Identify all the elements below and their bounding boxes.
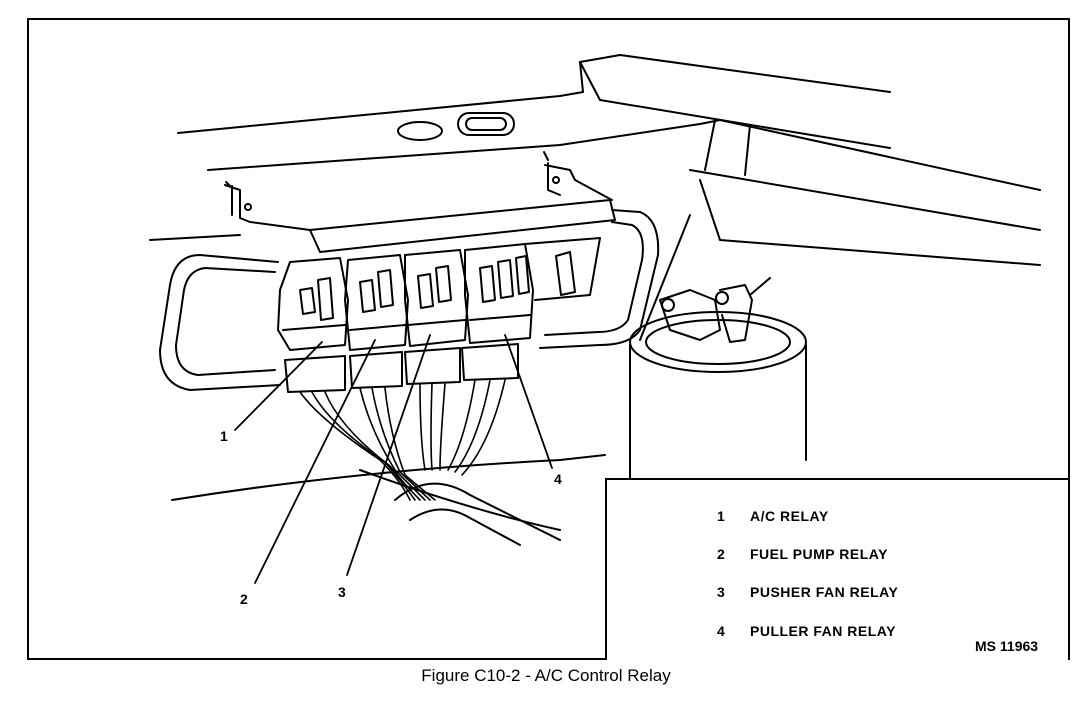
wire-loops bbox=[159, 209, 660, 391]
callout-labels: 1 2 3 4 bbox=[220, 428, 562, 607]
legend-number: 2 bbox=[717, 546, 726, 562]
legend-label: A/C RELAY bbox=[750, 508, 829, 524]
drawing-id: MS 11963 bbox=[975, 638, 1039, 654]
mounting-bracket bbox=[224, 151, 616, 253]
figure-frame bbox=[27, 18, 1070, 660]
relay-block bbox=[277, 237, 601, 393]
panel-openings bbox=[397, 112, 515, 141]
accumulator-canister bbox=[629, 277, 807, 481]
callout-leaders bbox=[234, 334, 553, 584]
callout-2: 2 bbox=[240, 591, 248, 607]
legend-number: 1 bbox=[717, 508, 726, 524]
legend-number: 3 bbox=[717, 584, 726, 600]
callout-3: 3 bbox=[338, 584, 346, 600]
legend-label: FUEL PUMP RELAY bbox=[750, 546, 888, 562]
legend-label: PUSHER FAN RELAY bbox=[750, 584, 899, 600]
figure-caption: Figure C10-2 - A/C Control Relay bbox=[421, 666, 671, 685]
legend-label: PULLER FAN RELAY bbox=[750, 623, 896, 639]
callout-1: 1 bbox=[220, 428, 228, 444]
callout-4: 4 bbox=[554, 471, 562, 487]
legend-box: 1 A/C RELAY 2 FUEL PUMP RELAY 3 PUSHER F… bbox=[605, 478, 1068, 660]
vehicle-body-outline bbox=[149, 54, 1041, 531]
wire-conduit bbox=[394, 482, 561, 546]
legend-number: 4 bbox=[717, 623, 726, 639]
wire-bundle bbox=[299, 379, 506, 501]
